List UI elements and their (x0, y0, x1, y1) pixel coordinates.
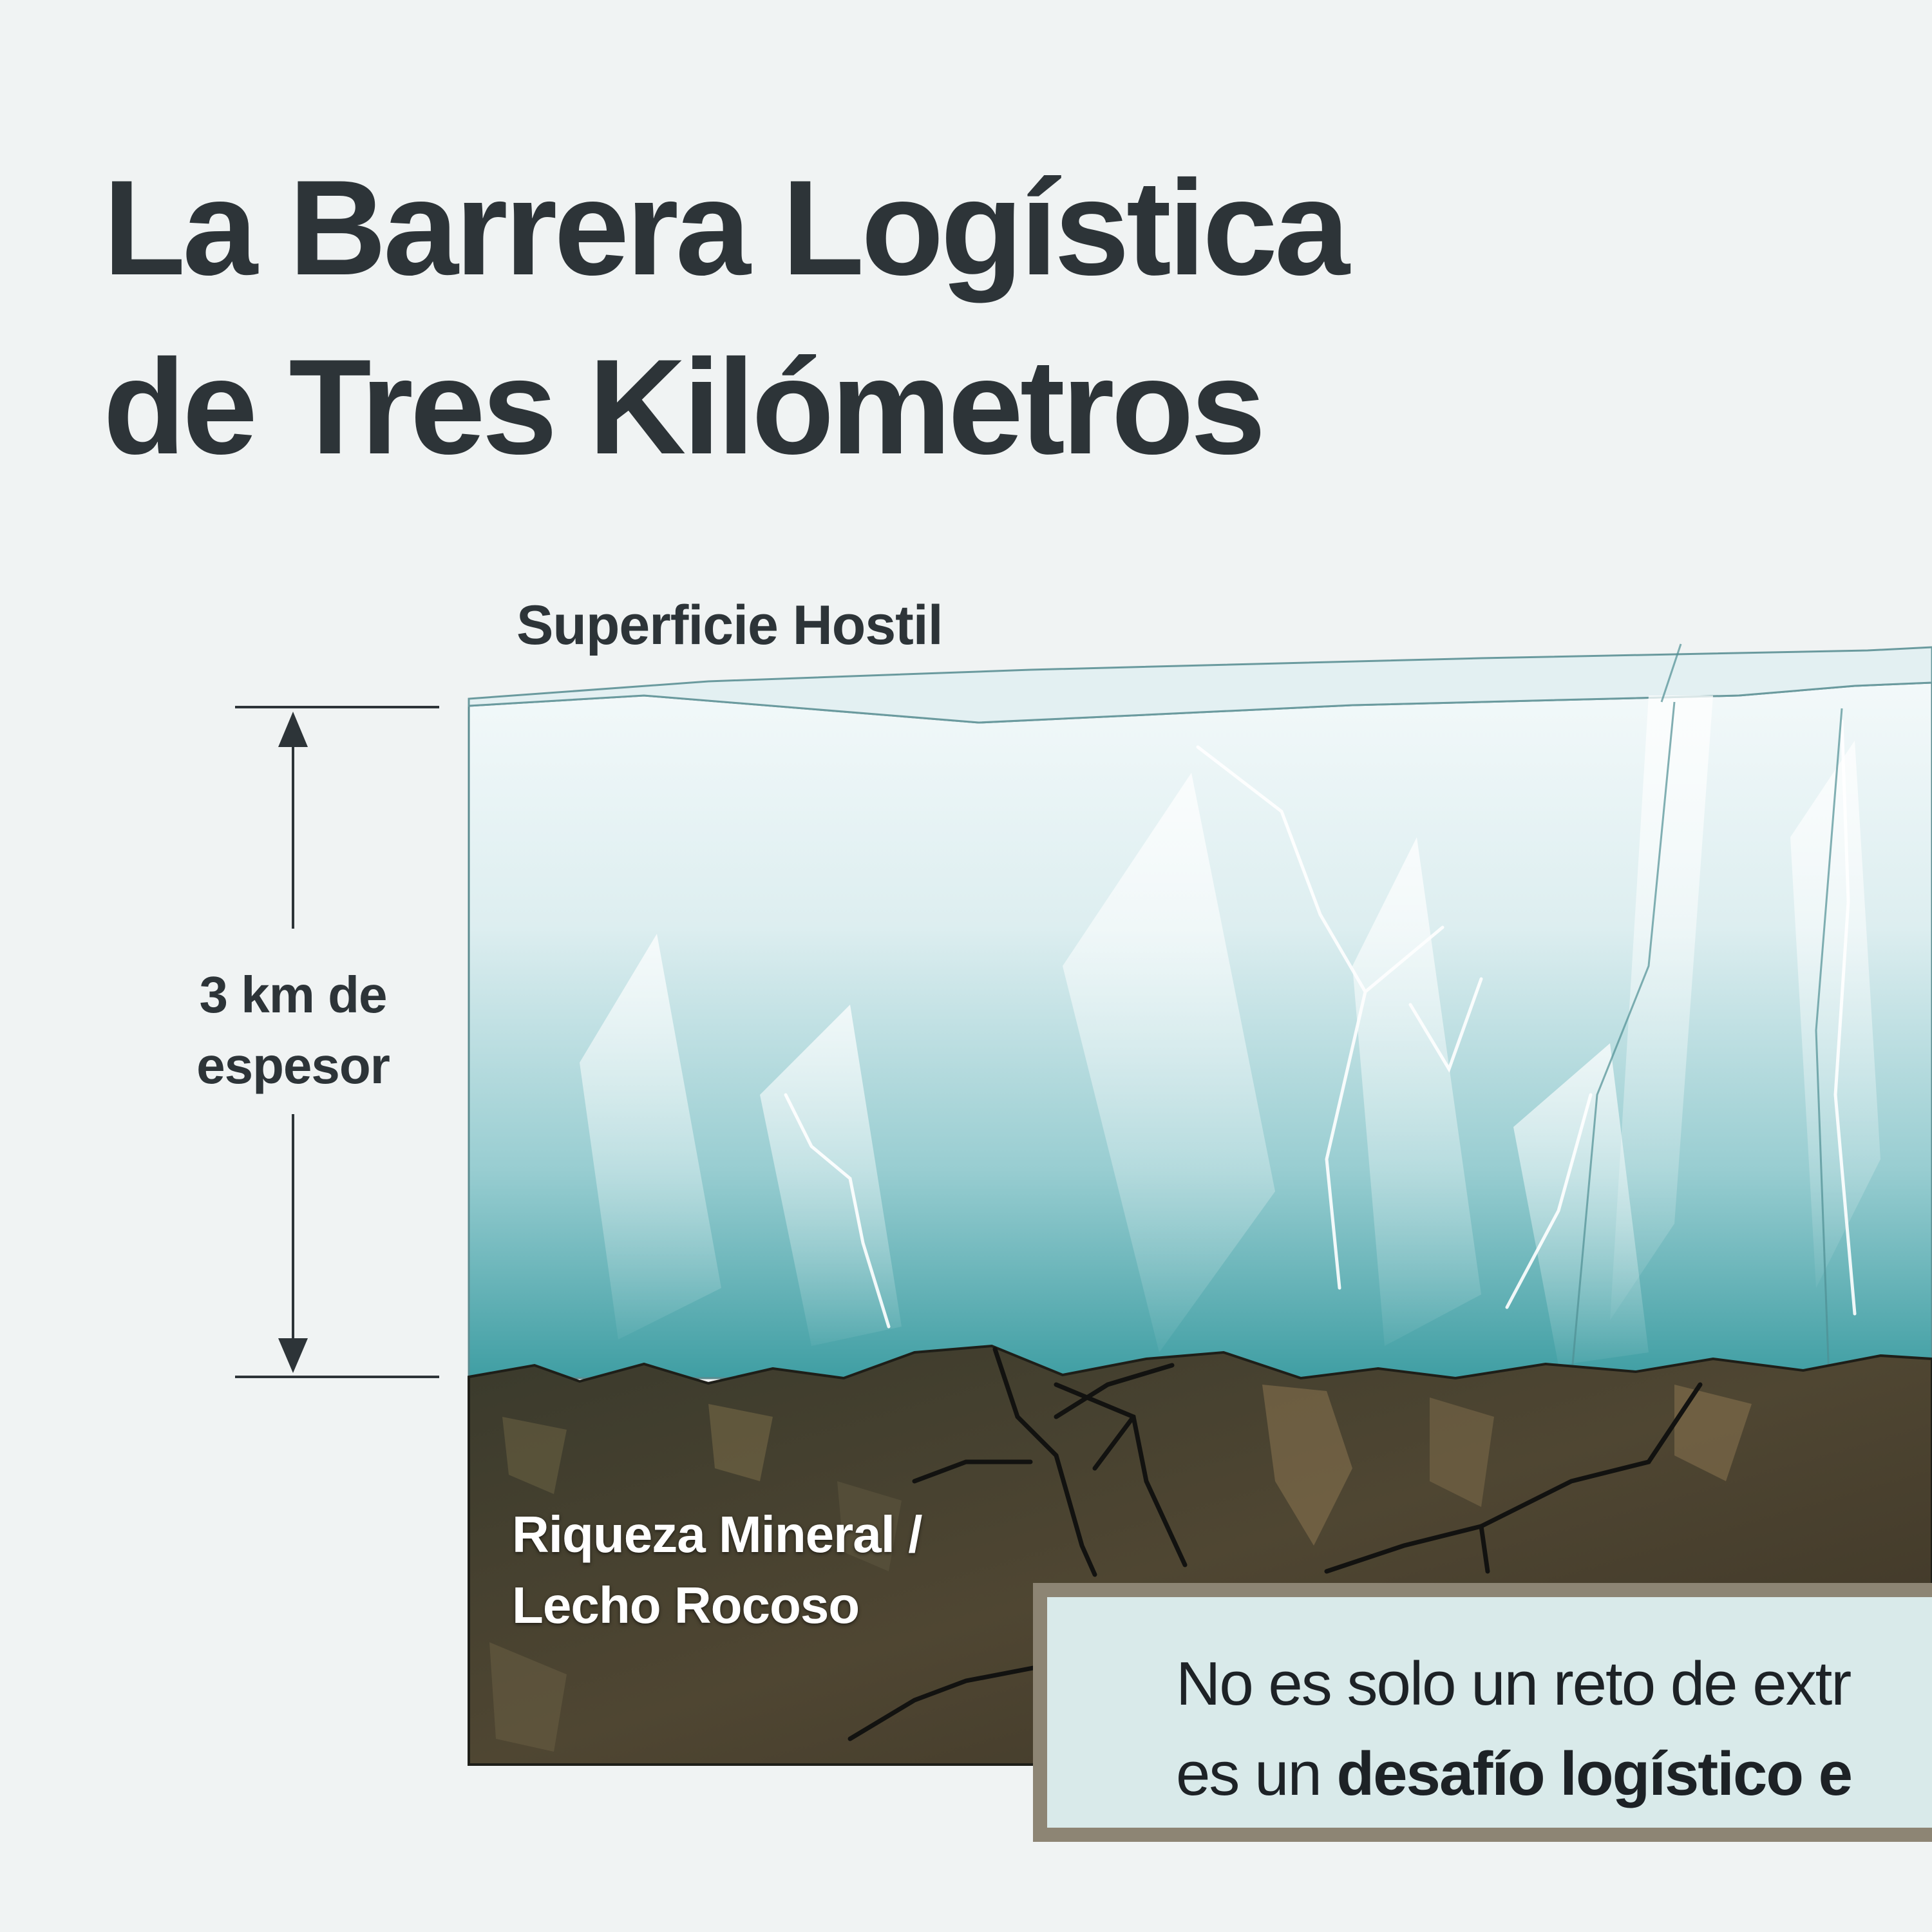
title-line-2: de Tres Kilómetros (103, 331, 1266, 482)
rock-texture (489, 1385, 1752, 1752)
bedrock-label-line-2: Lecho Rocoso (512, 1577, 860, 1634)
ice-fractures (1570, 643, 1843, 1379)
callout-box: No es solo un reto de extr es un desafío… (1033, 1583, 1932, 1842)
callout-line-2-bold: desafío logístico e (1336, 1739, 1853, 1808)
ice-cracks (784, 719, 1857, 1329)
bedrock-label-line-1: Riqueza Mineral / (512, 1506, 922, 1563)
title-line-1: La Barrera Logística (103, 152, 1350, 303)
page-title: La Barrera Logística de Tres Kilómetros (103, 138, 1350, 497)
thickness-label-line-2: espesor (196, 1037, 390, 1094)
bedrock-label: Riqueza Mineral / Lecho Rocoso (512, 1499, 922, 1641)
callout-line-1: No es solo un reto de extr (1176, 1649, 1852, 1718)
rock-cracks (848, 1347, 1703, 1741)
arrow-up-icon (278, 712, 308, 747)
callout-text: No es solo un reto de extr es un desafío… (1176, 1639, 1853, 1819)
ice-shards (580, 696, 1880, 1365)
arrow-down-icon (278, 1338, 308, 1373)
thickness-label: 3 km de espesor (116, 960, 470, 1101)
ice-surface-edge (468, 646, 1932, 724)
thickness-label-line-1: 3 km de (199, 966, 388, 1023)
thickness-dimension (235, 706, 439, 1378)
callout-line-2-prefix: es un (1176, 1739, 1337, 1808)
surface-label: Superficie Hostil (516, 594, 943, 656)
callout-line-2: es un desafío logístico e (1176, 1729, 1853, 1819)
